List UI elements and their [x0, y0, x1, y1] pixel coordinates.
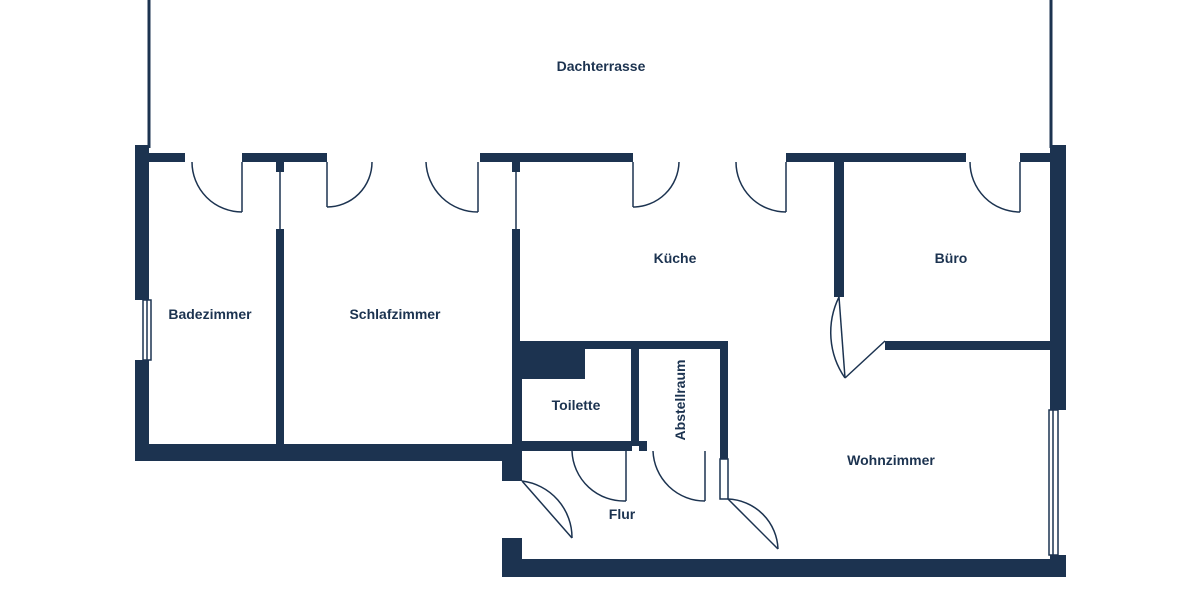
room-label-kueche: Küche — [654, 250, 697, 266]
windows — [142, 299, 1059, 556]
room-label-toilette: Toilette — [552, 397, 601, 413]
room-label-abstellraum: Abstellraum — [672, 360, 688, 441]
room-label-buero: Büro — [935, 250, 968, 266]
room-label-schlafzimmer: Schlafzimmer — [349, 306, 441, 322]
walls — [135, 145, 1066, 577]
terrace-outline — [147, 0, 1053, 148]
doors — [191, 161, 1021, 550]
room-label-flur: Flur — [609, 506, 636, 522]
room-label-badezimmer: Badezimmer — [168, 306, 252, 322]
room-label-dachterrasse: Dachterrasse — [557, 58, 646, 74]
room-label-wohnzimmer: Wohnzimmer — [847, 452, 935, 468]
